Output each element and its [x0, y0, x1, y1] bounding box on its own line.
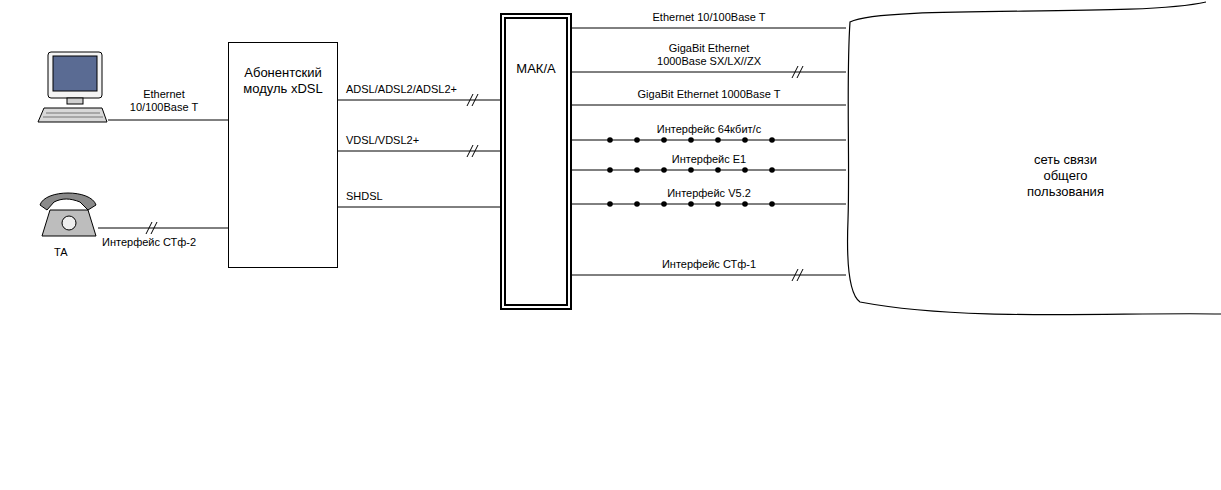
channel-dot	[607, 201, 613, 207]
channel-dot	[661, 201, 667, 207]
channel-dot	[769, 137, 775, 143]
interface-line	[572, 72, 846, 73]
edge-label: Ethernet 10/100Base T	[651, 11, 768, 24]
phone-wire	[98, 228, 228, 229]
channel-dot	[715, 167, 721, 173]
interface-line	[572, 275, 846, 276]
edge-label: Интерфейс E1	[670, 153, 748, 166]
access-multiplexer: МАК/А	[500, 13, 572, 310]
node-label: МАК/А	[506, 61, 566, 77]
channel-dot	[769, 201, 775, 207]
channel-dot	[688, 137, 694, 143]
wire-slash	[151, 222, 157, 234]
cloud-outline	[846, 0, 1221, 318]
node-label: сеть связи общего пользования	[1023, 152, 1108, 200]
channel-dot	[715, 201, 721, 207]
edge-label: GigaBit Ethernet 1000Base T	[636, 88, 783, 101]
wire-slash	[146, 222, 152, 234]
edge-label: GigaBit Ethernet 1000Base SX/LX//ZX	[645, 42, 774, 68]
interface-line	[572, 204, 846, 205]
channel-dot	[742, 137, 748, 143]
wire-slash	[472, 94, 478, 106]
edge-label: Интерфейс СТф-1	[660, 258, 758, 271]
channel-dot	[688, 167, 694, 173]
interface-line	[338, 207, 500, 208]
interface-label: Ethernet 10/100Base T	[116, 88, 212, 114]
cloud-outline	[848, 2, 1221, 315]
ethernet-wire	[108, 120, 228, 121]
channel-dot	[661, 167, 667, 173]
edge-label: Интерфейс 64кбит/с	[655, 123, 763, 136]
interface-line	[572, 28, 846, 29]
edge-label: VDSL/VDSL2+	[344, 134, 421, 147]
wire-slash	[472, 145, 478, 157]
telephone-icon	[40, 193, 96, 236]
edge-label: SHDSL	[344, 190, 385, 203]
wire-slash	[467, 94, 473, 106]
wire-slash	[797, 269, 803, 281]
channel-dot	[634, 167, 640, 173]
channel-dot	[769, 167, 775, 173]
node-label: Абонентский модуль xDSL	[240, 65, 326, 97]
edge-label: Интерфейс V5.2	[665, 187, 753, 200]
channel-dot	[607, 167, 613, 173]
channel-dot	[715, 137, 721, 143]
channel-dot	[742, 167, 748, 173]
computer-icon	[38, 52, 107, 122]
interface-label: Интерфейс СТф-2	[100, 236, 198, 249]
wire-slash	[792, 269, 798, 281]
channel-dot	[661, 137, 667, 143]
interface-line	[572, 105, 846, 106]
wire-slash	[792, 66, 798, 78]
wire-slash	[467, 145, 473, 157]
channel-dot	[607, 137, 613, 143]
channel-dot	[634, 201, 640, 207]
subscriber-module: Абонентский модуль xDSL	[228, 42, 338, 268]
edge-label: ADSL/ADSL2/ADSL2+	[344, 83, 459, 96]
interface-line	[572, 170, 846, 171]
channel-dot	[742, 201, 748, 207]
wire-slash	[797, 66, 803, 78]
channel-dot	[688, 201, 694, 207]
channel-dot	[634, 137, 640, 143]
network-cloud: сеть связи общего пользования	[846, 0, 1221, 318]
device-label: ТА	[52, 246, 70, 259]
interface-line	[572, 140, 846, 141]
